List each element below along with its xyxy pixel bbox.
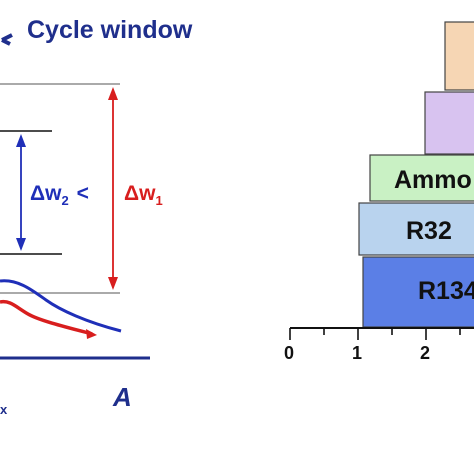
dw2-label: Δw2< xyxy=(30,182,89,208)
bar-ammonia xyxy=(369,154,474,202)
bar-label-r134: R134 xyxy=(418,277,474,305)
dw1-arrow-bottom-icon xyxy=(108,277,118,290)
axis-ticks xyxy=(289,328,461,340)
tick-label-2: 2 xyxy=(420,343,430,363)
x-axis-label-a: A xyxy=(112,382,132,412)
tick-label-0: 0 xyxy=(284,343,294,363)
x-axis-fragment: x xyxy=(0,402,8,417)
bar-r134 xyxy=(362,256,474,328)
dw1-arrow-top-icon xyxy=(108,87,118,100)
dw2-arrow-bottom-icon xyxy=(16,238,26,251)
left-panel: Cycle window Δw2< Δw1 A x xyxy=(0,16,193,417)
red-isotherm-curve xyxy=(0,299,93,336)
dw1-label: Δw1 xyxy=(124,182,163,208)
red-curve-arrow-icon xyxy=(86,329,97,339)
bar-label-r32: R32 xyxy=(406,217,452,245)
bar-top-orange xyxy=(444,21,474,91)
bar-label-ammonia: Ammo xyxy=(394,166,472,194)
bar-r32 xyxy=(358,202,474,256)
title-arrow-icon xyxy=(1,33,13,46)
tick-label-1: 1 xyxy=(352,343,362,363)
cycle-window-title: Cycle window xyxy=(27,16,193,44)
right-panel: Ammo R32 R134 0 1 2 xyxy=(284,21,474,363)
blue-isotherm-curve xyxy=(0,279,122,333)
bar-purple xyxy=(424,91,474,155)
dw2-arrow-top-icon xyxy=(16,134,26,147)
